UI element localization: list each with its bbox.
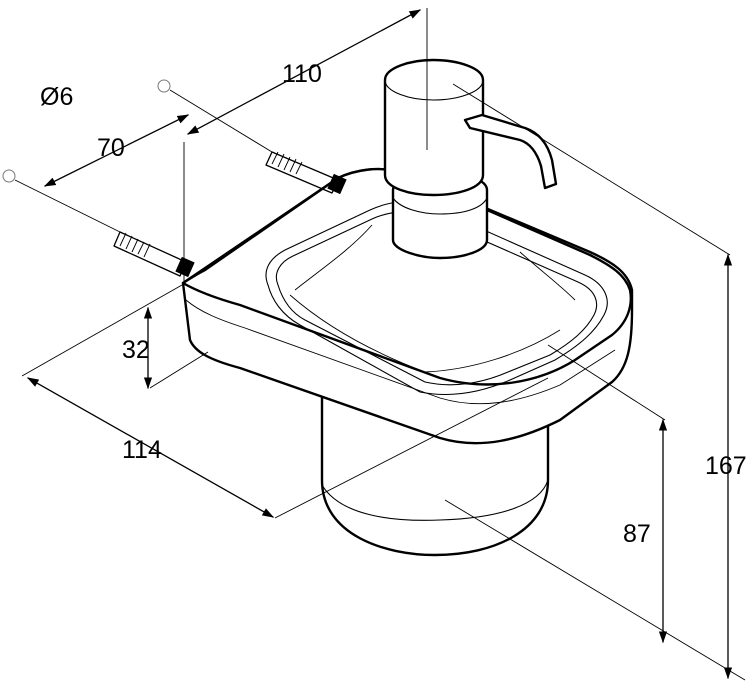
dim-bracket-height: 32 xyxy=(122,336,150,364)
dowel-bottom xyxy=(113,231,195,278)
dim-width: 114 xyxy=(122,436,162,464)
dim-dowel-spacing: 70 xyxy=(97,134,125,162)
hole-circle-top xyxy=(157,79,171,93)
dim-depth: 110 xyxy=(282,60,322,88)
hole-circle-left xyxy=(2,169,16,183)
holder-body xyxy=(181,167,634,445)
dim-glass-height: 87 xyxy=(623,520,651,548)
dim-hole-diameter: Ø6 xyxy=(40,83,73,111)
dimension-lines xyxy=(26,9,733,680)
dowel-top xyxy=(265,151,347,195)
dim-total-height: 167 xyxy=(705,452,747,480)
